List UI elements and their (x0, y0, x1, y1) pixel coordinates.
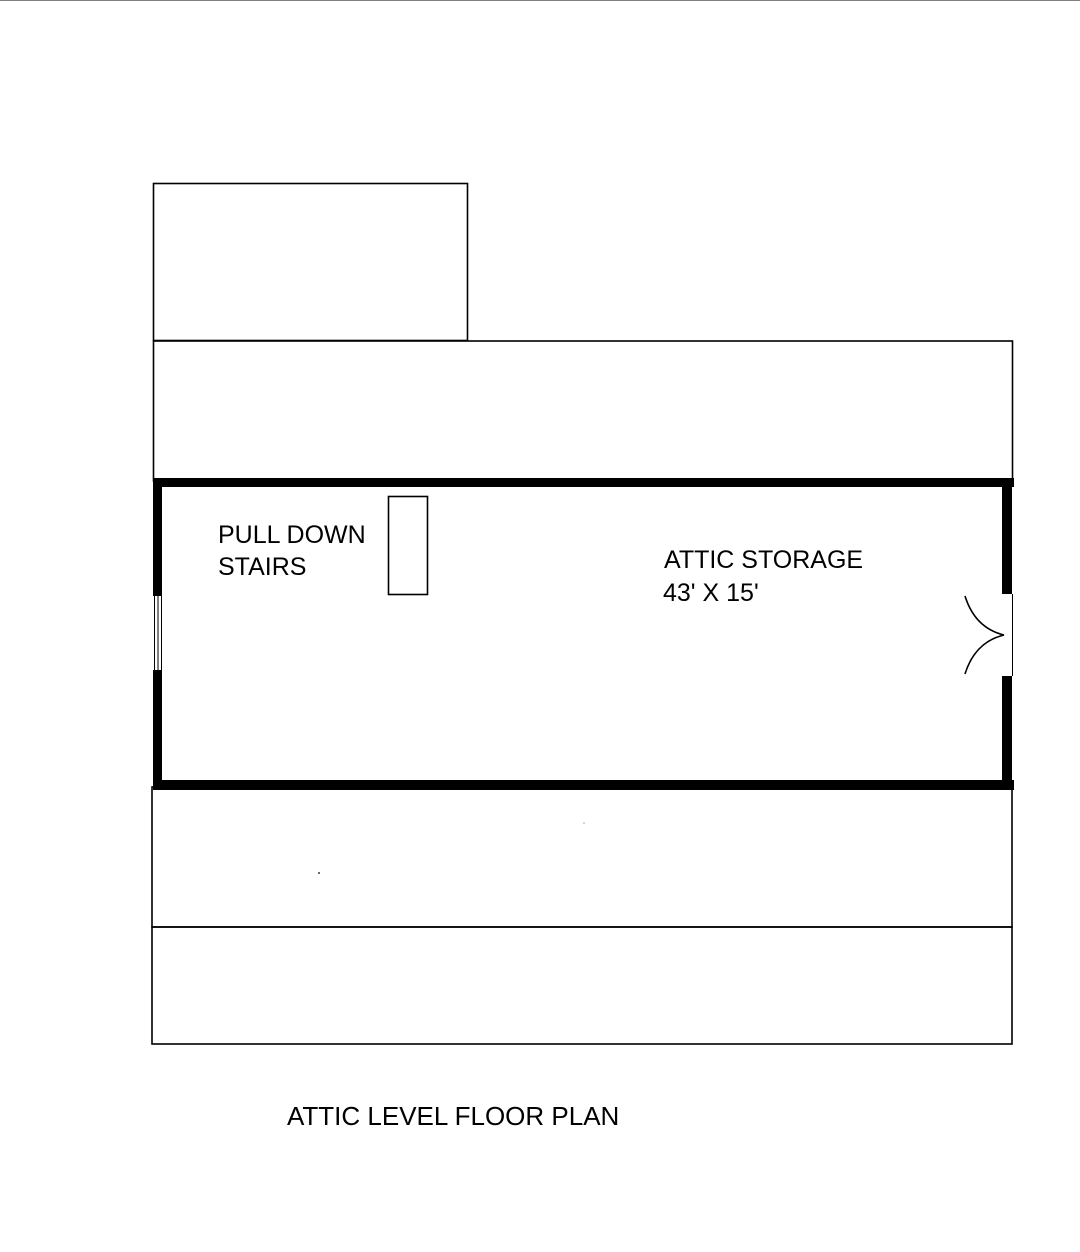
upper-roof-band (152, 340, 1014, 482)
stairs-label-line1: PULL DOWN (218, 521, 366, 549)
door-swing-icon (964, 595, 1005, 675)
room-dimensions-attic-storage: 43' X 15' (663, 579, 759, 607)
left-window (154, 596, 162, 670)
pull-down-stairs-hatch (387, 495, 429, 596)
attic-storage-walls (153, 478, 1014, 790)
room-name-attic-storage: ATTIC STORAGE (664, 546, 864, 574)
page-top-border (0, 0, 1080, 1)
stairs-label-line2: STAIRS (218, 553, 307, 581)
lower-roof-band-2 (151, 926, 1013, 1045)
upper-left-roof-block (152, 182, 469, 342)
lower-roof-band-1 (151, 786, 1013, 928)
drawing-speck (583, 822, 585, 824)
drawing-speck (318, 872, 320, 874)
drawing-title: ATTIC LEVEL FLOOR PLAN (287, 1101, 620, 1131)
